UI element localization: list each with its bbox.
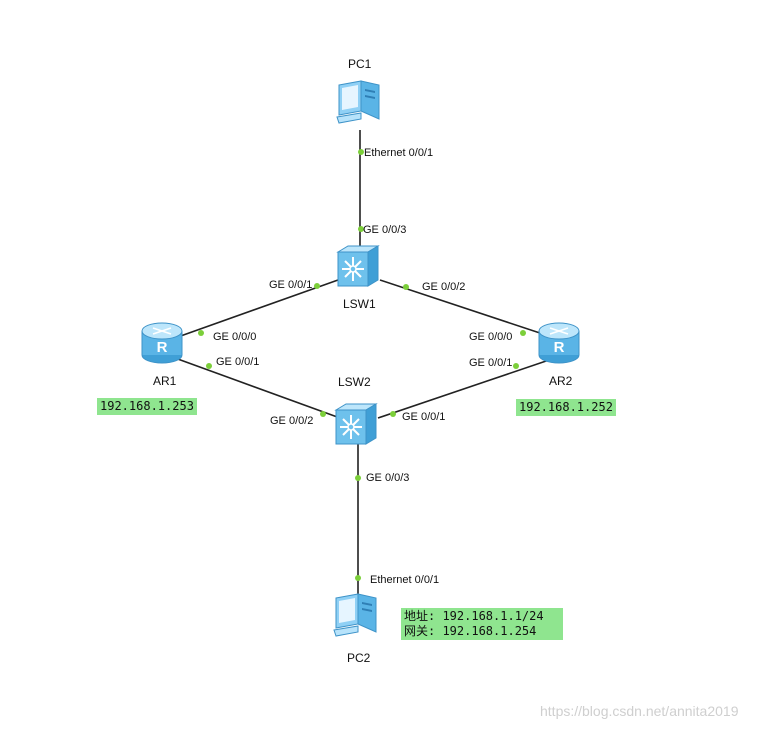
port-dot [206,363,212,369]
port-dot [355,475,361,481]
port-dot [314,283,320,289]
iface-label-ar2-ge0: GE 0/0/0 [469,331,513,343]
iface-label-lsw1-ge3: GE 0/0/3 [363,224,407,236]
port-dot [390,411,396,417]
ip-note-pc2: 地址: 192.168.1.1/24 网关: 192.168.1.254 [401,608,563,640]
device-name-pc2: PC2 [347,651,371,665]
port-dot [520,330,526,336]
port-dot [198,330,204,336]
pc2-address-text: 地址: 192.168.1.1/24 [404,609,544,623]
device-name-ar2: AR2 [549,374,573,388]
iface-label-ar2-ge1: GE 0/0/1 [469,357,513,369]
switch-icon[interactable] [332,402,380,448]
router-icon[interactable]: R [139,321,187,367]
svg-text:R: R [554,339,565,356]
port-dot [355,575,361,581]
iface-label-lsw2-ge2: GE 0/0/2 [270,415,314,427]
link-lsw1-ar2 [379,279,556,339]
iface-label-pc2-eth: Ethernet 0/0/1 [370,574,440,586]
device-name-lsw2: LSW2 [338,375,371,389]
link-ar1-lsw2 [174,357,341,419]
router-icon[interactable]: R [536,321,584,367]
link-ar2-lsw2 [377,357,556,419]
port-dot [513,363,519,369]
pc-icon[interactable] [331,77,389,129]
pc-icon[interactable] [328,590,386,642]
link-lsw1-ar1 [174,279,339,339]
port-dot [403,284,409,290]
watermark-text: https://blog.csdn.net/annita2019 [540,703,739,719]
iface-label-pc1-eth: Ethernet 0/0/1 [364,147,434,159]
ip-note-ar1: 192.168.1.253 [97,398,197,415]
port-dot [320,411,326,417]
svg-text:R: R [157,339,168,356]
iface-label-ar1-ge1: GE 0/0/1 [216,356,260,368]
iface-label-lsw2-ge1: GE 0/0/1 [402,411,446,423]
port-dot [358,149,364,155]
switch-icon[interactable] [334,244,382,290]
device-name-ar1: AR1 [153,374,177,388]
device-name-lsw1: LSW1 [343,297,376,311]
port-dot [358,226,364,232]
iface-label-lsw2-ge3: GE 0/0/3 [366,472,410,484]
iface-label-ar1-ge0: GE 0/0/0 [213,331,257,343]
pc2-gateway-text: 网关: 192.168.1.254 [404,624,537,638]
ip-note-ar2: 192.168.1.252 [516,399,616,416]
iface-label-lsw1-ge2: GE 0/0/2 [422,281,466,293]
device-name-pc1: PC1 [348,57,372,71]
iface-label-lsw1-ge1: GE 0/0/1 [269,279,313,291]
